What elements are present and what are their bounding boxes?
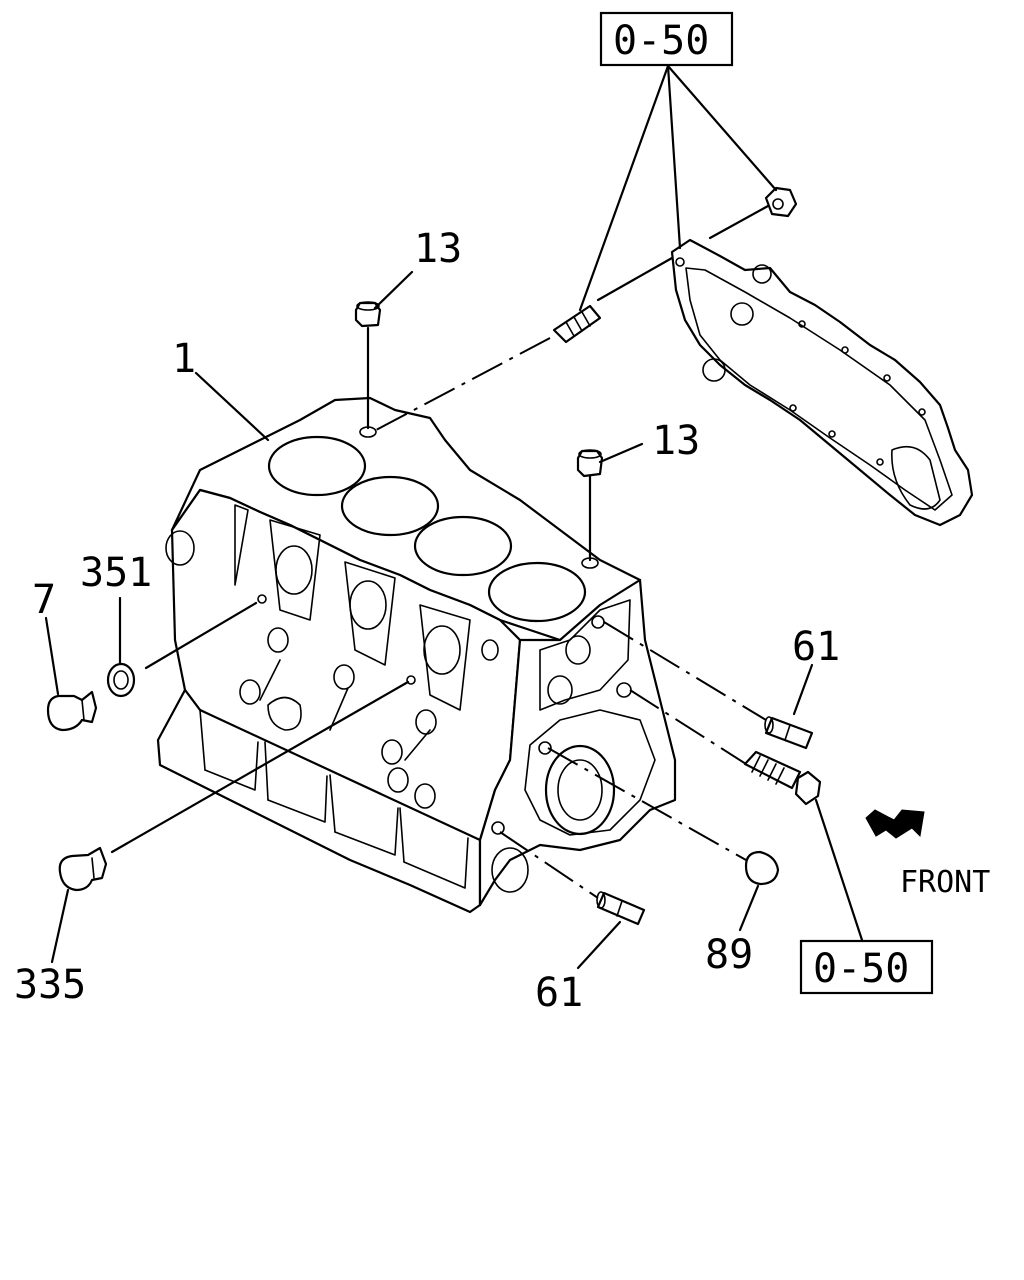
cylinder-block: [156, 396, 677, 914]
cover-plate: [670, 238, 974, 527]
front-arrow-icon: [865, 809, 925, 839]
plug-7: [46, 690, 98, 732]
cap-13-mid: [576, 449, 604, 478]
dowel-61-right: [764, 716, 814, 750]
reference-label-bottom: 0-50: [813, 946, 909, 992]
front-label: FRONT: [900, 865, 990, 900]
callout-washer: 351: [80, 550, 152, 596]
callout-plug-left: 7: [32, 577, 56, 623]
callout-plug-lower: 335: [14, 962, 86, 1008]
callout-cap-top: 13: [414, 226, 462, 272]
reference-box-top[interactable]: 0-50: [599, 11, 734, 67]
cap-13-top: [354, 301, 382, 328]
stud: [552, 304, 602, 344]
washer-351: [106, 662, 136, 698]
reference-box-bottom[interactable]: 0-50: [799, 939, 934, 995]
callout-dowel-bottom: 61: [535, 970, 583, 1016]
callout-dowel-right: 61: [792, 624, 840, 670]
dowel-61-bottom: [596, 891, 646, 926]
sensor-fitting: [743, 750, 822, 806]
plug-335: [58, 846, 108, 892]
leader-lines: [44, 64, 864, 970]
plug-89: [744, 850, 780, 886]
nut: [764, 186, 798, 218]
callout-cap-mid: 13: [652, 418, 700, 464]
callout-plug-front: 89: [705, 932, 753, 978]
reference-label-top: 0-50: [613, 18, 709, 64]
callout-block: 1: [172, 336, 196, 382]
